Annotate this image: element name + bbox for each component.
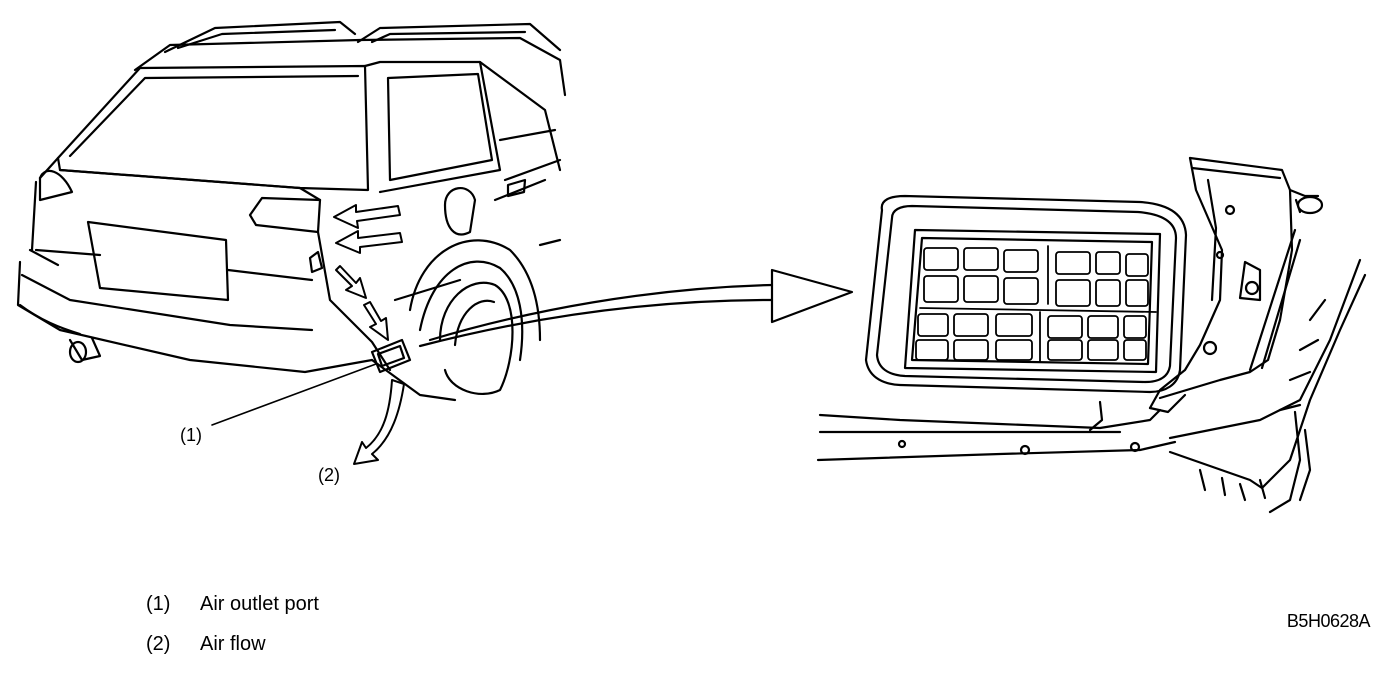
leader-line-port bbox=[211, 363, 377, 426]
callout-2-label: (2) bbox=[318, 465, 340, 485]
figure-code: B5H0628A bbox=[1286, 611, 1371, 631]
legend-text: Air flow bbox=[200, 633, 266, 655]
air-flow-arrow bbox=[353, 379, 405, 465]
legend-row-1: (1) Air outlet port bbox=[146, 594, 319, 614]
legend-row-2: (2) Air flow bbox=[146, 634, 266, 654]
air-outlet-port-small bbox=[370, 338, 412, 374]
legend-num: (2) bbox=[146, 633, 171, 655]
callout-1-label: (1) bbox=[180, 425, 202, 445]
legend-text: Air outlet port bbox=[200, 593, 319, 615]
airflow-arrows-upper bbox=[333, 204, 403, 341]
station-wagon-rear-view bbox=[16, 20, 567, 402]
legend-num: (1) bbox=[146, 593, 171, 615]
outlet-port-detail bbox=[816, 156, 1367, 514]
detail-pointer-arrow bbox=[418, 268, 854, 348]
